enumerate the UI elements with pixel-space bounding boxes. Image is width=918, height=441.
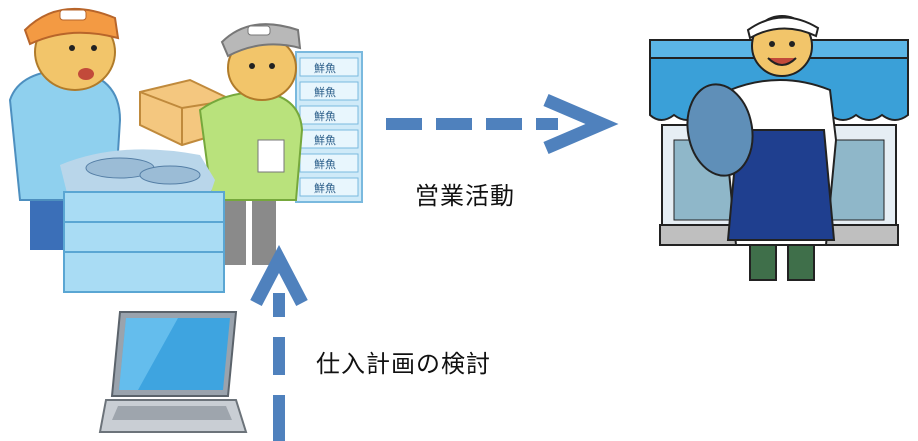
- crate-stack: 鮮魚 鮮魚 鮮魚 鮮魚 鮮魚 鮮魚: [295, 51, 363, 203]
- crate-label: 鮮魚: [314, 109, 336, 123]
- purchase-plan-label: 仕入計画の検討: [316, 350, 491, 378]
- planning-arrow: [244, 245, 314, 441]
- crate-label: 鮮魚: [314, 133, 336, 147]
- shopkeeper-figure: [686, 15, 838, 281]
- fish-shop-illustration: [640, 0, 918, 290]
- fish-market-illustration: 鮮魚 鮮魚 鮮魚 鮮魚 鮮魚 鮮魚: [0, 0, 380, 300]
- sales-arrow: [380, 90, 620, 160]
- sales-activity-label: 営業活動: [415, 182, 515, 210]
- laptop-icon: [98, 310, 248, 441]
- crate-label: 鮮魚: [314, 61, 336, 75]
- crate-label: 鮮魚: [314, 85, 336, 99]
- fish-crate: [60, 149, 225, 293]
- crate-label: 鮮魚: [314, 157, 336, 171]
- crate-label: 鮮魚: [314, 181, 336, 195]
- worker-figure: [198, 23, 304, 265]
